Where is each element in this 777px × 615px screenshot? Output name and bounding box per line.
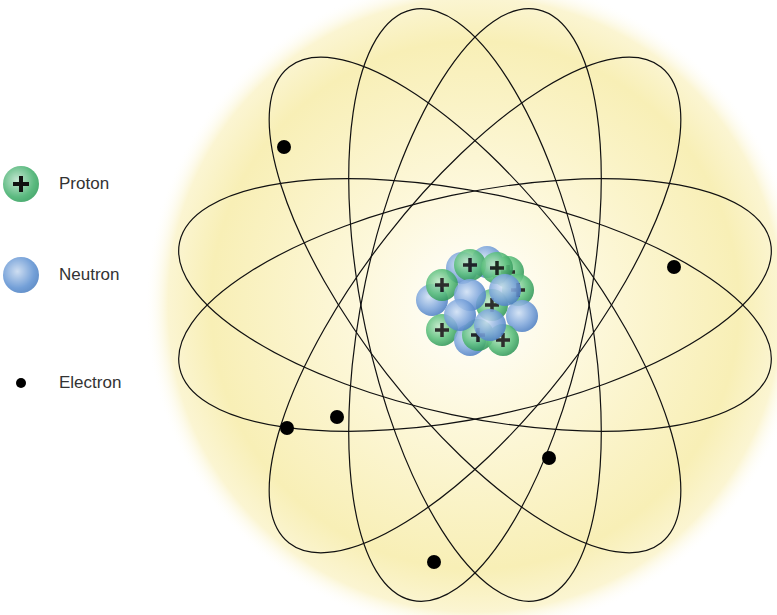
electron-dot: [280, 421, 294, 435]
electron-dot: [667, 260, 681, 274]
legend-label: Electron: [59, 373, 121, 393]
sphere: [454, 249, 486, 281]
electron-dot: [277, 140, 291, 154]
legend-swatch: [16, 378, 26, 388]
sphere: [474, 309, 506, 341]
neutron-sphere: [444, 299, 476, 331]
legend-swatch: [3, 166, 39, 202]
orbit: [201, 0, 749, 612]
orbit: [156, 133, 777, 478]
plus-sign: [463, 258, 477, 272]
orbit: [303, 0, 648, 615]
sphere: [426, 269, 458, 301]
electron-dot: [427, 555, 441, 569]
legend-label: Proton: [59, 174, 109, 194]
nucleus: [416, 246, 538, 356]
proton-sphere: [454, 249, 486, 281]
electrons: [277, 140, 681, 569]
orbit: [156, 133, 777, 478]
sphere: [489, 274, 521, 306]
plus-sign: [3, 166, 39, 202]
plus-sign: [435, 323, 449, 337]
electron-dot: [330, 410, 344, 424]
legend-swatch: [3, 257, 39, 293]
plus-sign: [490, 261, 504, 275]
orbit: [201, 0, 749, 612]
electron-dot: [542, 451, 556, 465]
sphere: [444, 299, 476, 331]
neutron-sphere: [474, 309, 506, 341]
orbits: [156, 0, 777, 615]
orbit: [303, 0, 648, 615]
plus-sign: [435, 278, 449, 292]
proton-sphere: [426, 269, 458, 301]
legend-label: Neutron: [59, 265, 119, 285]
glow: [145, 0, 777, 615]
neutron-sphere: [489, 274, 521, 306]
